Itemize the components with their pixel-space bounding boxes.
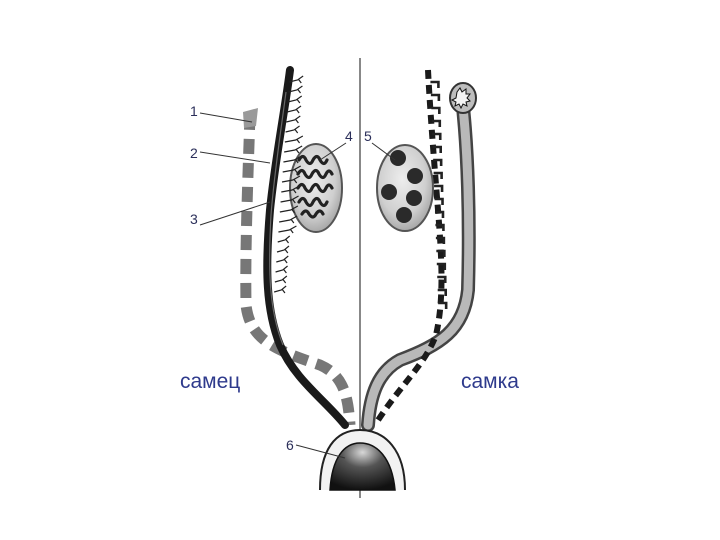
label-2: 2 — [190, 145, 198, 161]
male-duct-rudiment — [243, 108, 258, 128]
caption-male: самец — [180, 370, 240, 393]
male-tubule — [275, 276, 287, 283]
male-tubule — [274, 286, 286, 293]
label-3: 3 — [190, 211, 198, 227]
male-tubule — [278, 226, 296, 233]
male-wolffian-duct — [267, 70, 345, 425]
label-5: 5 — [364, 128, 372, 144]
label-4: 4 — [345, 128, 353, 144]
male-tubule — [277, 246, 289, 253]
leader-line-3 — [200, 202, 270, 225]
cloaca — [296, 430, 405, 490]
female-tubule — [432, 121, 440, 127]
oviduct-fill — [368, 98, 469, 425]
male-tubule — [276, 256, 288, 263]
male-tubule — [278, 236, 290, 243]
male-tubule — [287, 106, 301, 113]
male-tubule — [276, 266, 288, 273]
label-1: 1 — [190, 103, 198, 119]
female-tubule — [435, 212, 443, 218]
female-side — [368, 70, 476, 425]
male-tubule — [286, 126, 300, 133]
male-tubule — [286, 116, 300, 123]
leader-line-2 — [200, 152, 270, 163]
male-tubule — [279, 216, 297, 223]
female-tubule — [431, 108, 439, 114]
label-6: 6 — [286, 437, 294, 453]
male-tubule — [285, 136, 303, 143]
female-tubule — [438, 303, 446, 309]
caption-female: самка — [461, 370, 519, 393]
female-tubule — [435, 199, 443, 205]
male-tubule — [284, 146, 302, 153]
